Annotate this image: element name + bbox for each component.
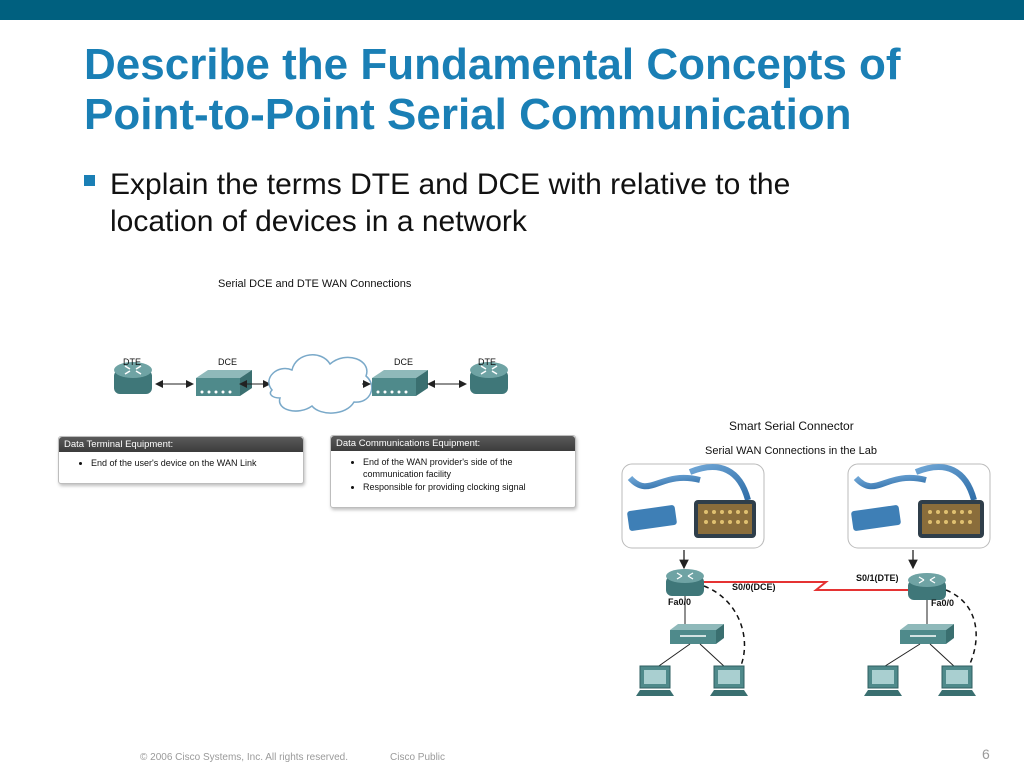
dce-item-1-line-1: End of the WAN provider's side of the [363, 457, 513, 467]
bullet-line-1: Explain the terms DTE and DCE with relat… [110, 168, 791, 201]
right-diagram-title: Smart Serial Connector [729, 419, 854, 433]
dte-info-panel: Data Terminal Equipment: End of the user… [58, 436, 304, 484]
dce-panel-header: Data Communications Equipment: [331, 436, 575, 451]
dte-panel-item: End of the user's device on the WAN Link [91, 457, 303, 469]
label-dte-right: DTE [478, 357, 496, 367]
label-dte-left: DTE [123, 357, 141, 367]
dte-router-icon-right [470, 362, 508, 394]
footer-classification: Cisco Public [390, 752, 446, 763]
diagram-caption: Serial DCE and DTE WAN Connections [218, 278, 412, 290]
smart-serial-cable-icon-right [851, 464, 984, 538]
title-line-1: Describe the Fundamental Concepts of [84, 40, 901, 89]
dte-router-icon-left [114, 362, 152, 394]
pc-icon [710, 665, 748, 696]
link-line [655, 643, 691, 669]
bullet-square-icon [84, 175, 95, 186]
dce-modem-icon-right [372, 370, 428, 396]
pc-icon [864, 665, 902, 696]
switch-icon-right [900, 624, 954, 644]
label-dce-left: DCE [218, 357, 238, 367]
smart-serial-cable-icon-left [627, 464, 756, 538]
wan-cloud-icon [268, 354, 373, 414]
dte-panel-header: Data Terminal Equipment: [59, 437, 303, 452]
pc-icon [938, 665, 976, 696]
bullet-text: Explain the terms DTE and DCE with relat… [110, 166, 940, 240]
title-line-2: Point-to-Point Serial Communication [84, 90, 852, 139]
dce-modem-icon-left [196, 370, 252, 396]
console-cable-line [703, 585, 746, 669]
dce-panel-item-2: Responsible for providing clocking signa… [363, 481, 575, 493]
lab-router-icon-right [908, 573, 946, 600]
serial-link-line [702, 581, 908, 591]
link-line [881, 643, 921, 669]
lab-router-icon-left [666, 569, 704, 596]
dce-item-1-line-2: communication facility [363, 469, 452, 479]
bullet-line-2: location of devices in a network [110, 205, 527, 238]
dce-panel-item-1: End of the WAN provider's side of the co… [363, 456, 575, 480]
right-diagram-subtitle: Serial WAN Connections in the Lab [705, 445, 878, 457]
label-fa00-left: Fa0/0 [668, 597, 692, 607]
pc-icon [636, 665, 674, 696]
console-cable-line [945, 589, 977, 669]
label-dce-right: DCE [394, 357, 414, 367]
link-line [699, 643, 727, 669]
label-s01-dte: S0/1(DTE) [856, 573, 899, 583]
label-fa00-right: Fa0/0 [931, 598, 955, 608]
dce-info-panel: Data Communications Equipment: End of th… [330, 435, 576, 508]
page-number: 6 [982, 746, 990, 762]
top-bar [0, 0, 1024, 20]
label-s00-dce: S0/0(DCE) [732, 582, 776, 592]
footer-copyright: © 2006 Cisco Systems, Inc. All rights re… [140, 752, 349, 763]
slide-title: Describe the Fundamental Concepts of Poi… [84, 40, 984, 140]
link-line [929, 643, 957, 669]
switch-icon-left [670, 624, 724, 644]
